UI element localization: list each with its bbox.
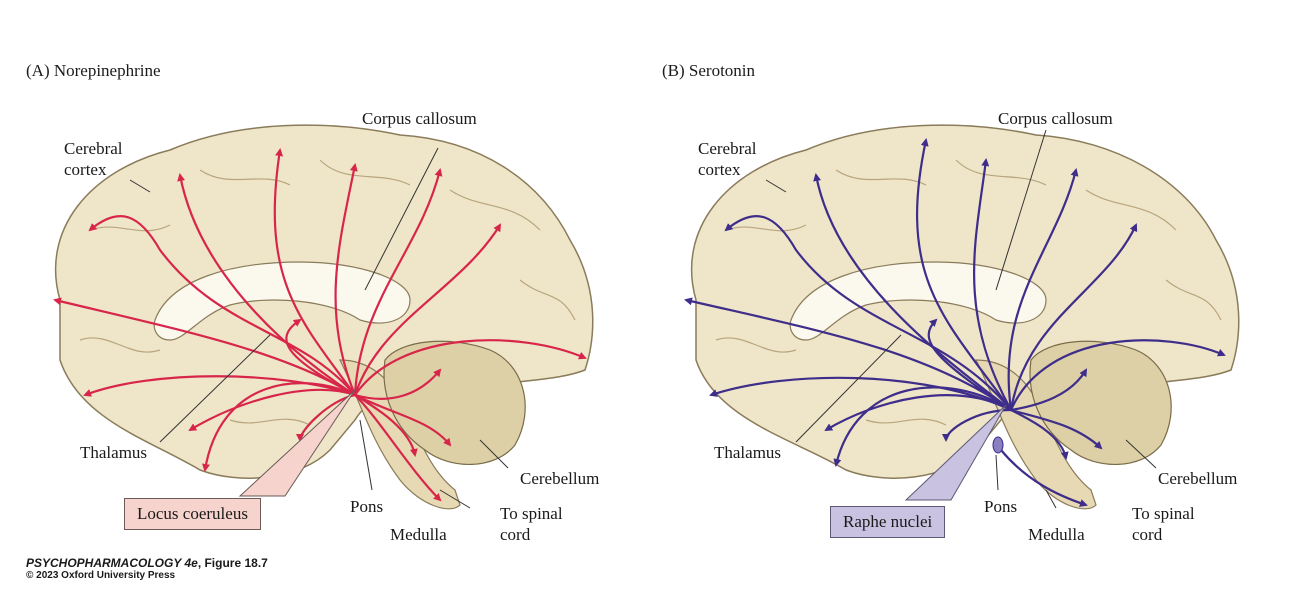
raphe-nuclei-pointer: [904, 404, 1007, 501]
figure-credit: PSYCHOPHARMACOLOGY 4e, Figure 18.7 © 202…: [26, 556, 268, 581]
panel-title: (B) Serotonin: [662, 61, 756, 80]
label-cerebral-cortex: Cerebral cortex: [64, 139, 123, 179]
corpus-callosum-shape: [153, 261, 411, 341]
corpus-callosum-shape: [789, 261, 1047, 341]
label-to-spinal-cord: To spinal cord: [500, 504, 563, 544]
raphe-nuclei-box: Raphe nuclei: [830, 506, 946, 538]
label-pons: Pons: [984, 497, 1018, 516]
label-to-spinal-cord: To spinal cord: [1132, 504, 1195, 544]
cerebellum-shape: [1029, 340, 1172, 466]
panel-serotonin: (B) Serotonin: [646, 0, 1292, 614]
credit-copyright: © 2023 Oxford University Press: [26, 570, 176, 581]
label-corpus-callosum: Corpus callosum: [998, 109, 1113, 128]
brain-illustration-serotonin: [684, 124, 1240, 510]
credit-book-title: PSYCHOPHARMACOLOGY 4e: [26, 556, 198, 570]
label-medulla: Medulla: [390, 525, 447, 544]
panel-norepinephrine: (A) Norepinephrine: [26, 61, 600, 544]
locus-coeruleus-pointer: [238, 389, 356, 497]
panel-title: (A) Norepinephrine: [26, 61, 161, 80]
label-thalamus: Thalamus: [714, 443, 782, 462]
credit-figure-number: , Figure 18.7: [197, 556, 268, 570]
serotonin-pathways: [684, 138, 1226, 507]
label-pons: Pons: [350, 497, 384, 516]
label-corpus-callosum: Corpus callosum: [362, 109, 477, 128]
raphe-nucleus-dot: [992, 436, 1004, 454]
label-thalamus: Thalamus: [80, 443, 148, 462]
brain-illustration-norepinephrine: [53, 124, 594, 510]
label-cerebellum: Cerebellum: [520, 469, 600, 488]
locus-coeruleus-box: Locus coeruleus: [124, 498, 261, 530]
label-cerebral-cortex: Cerebral cortex: [698, 139, 757, 179]
norepinephrine-pathways: [53, 148, 587, 502]
brainstem-shape: [975, 359, 1097, 510]
label-cerebellum: Cerebellum: [1158, 469, 1238, 488]
label-medulla: Medulla: [1028, 525, 1085, 544]
